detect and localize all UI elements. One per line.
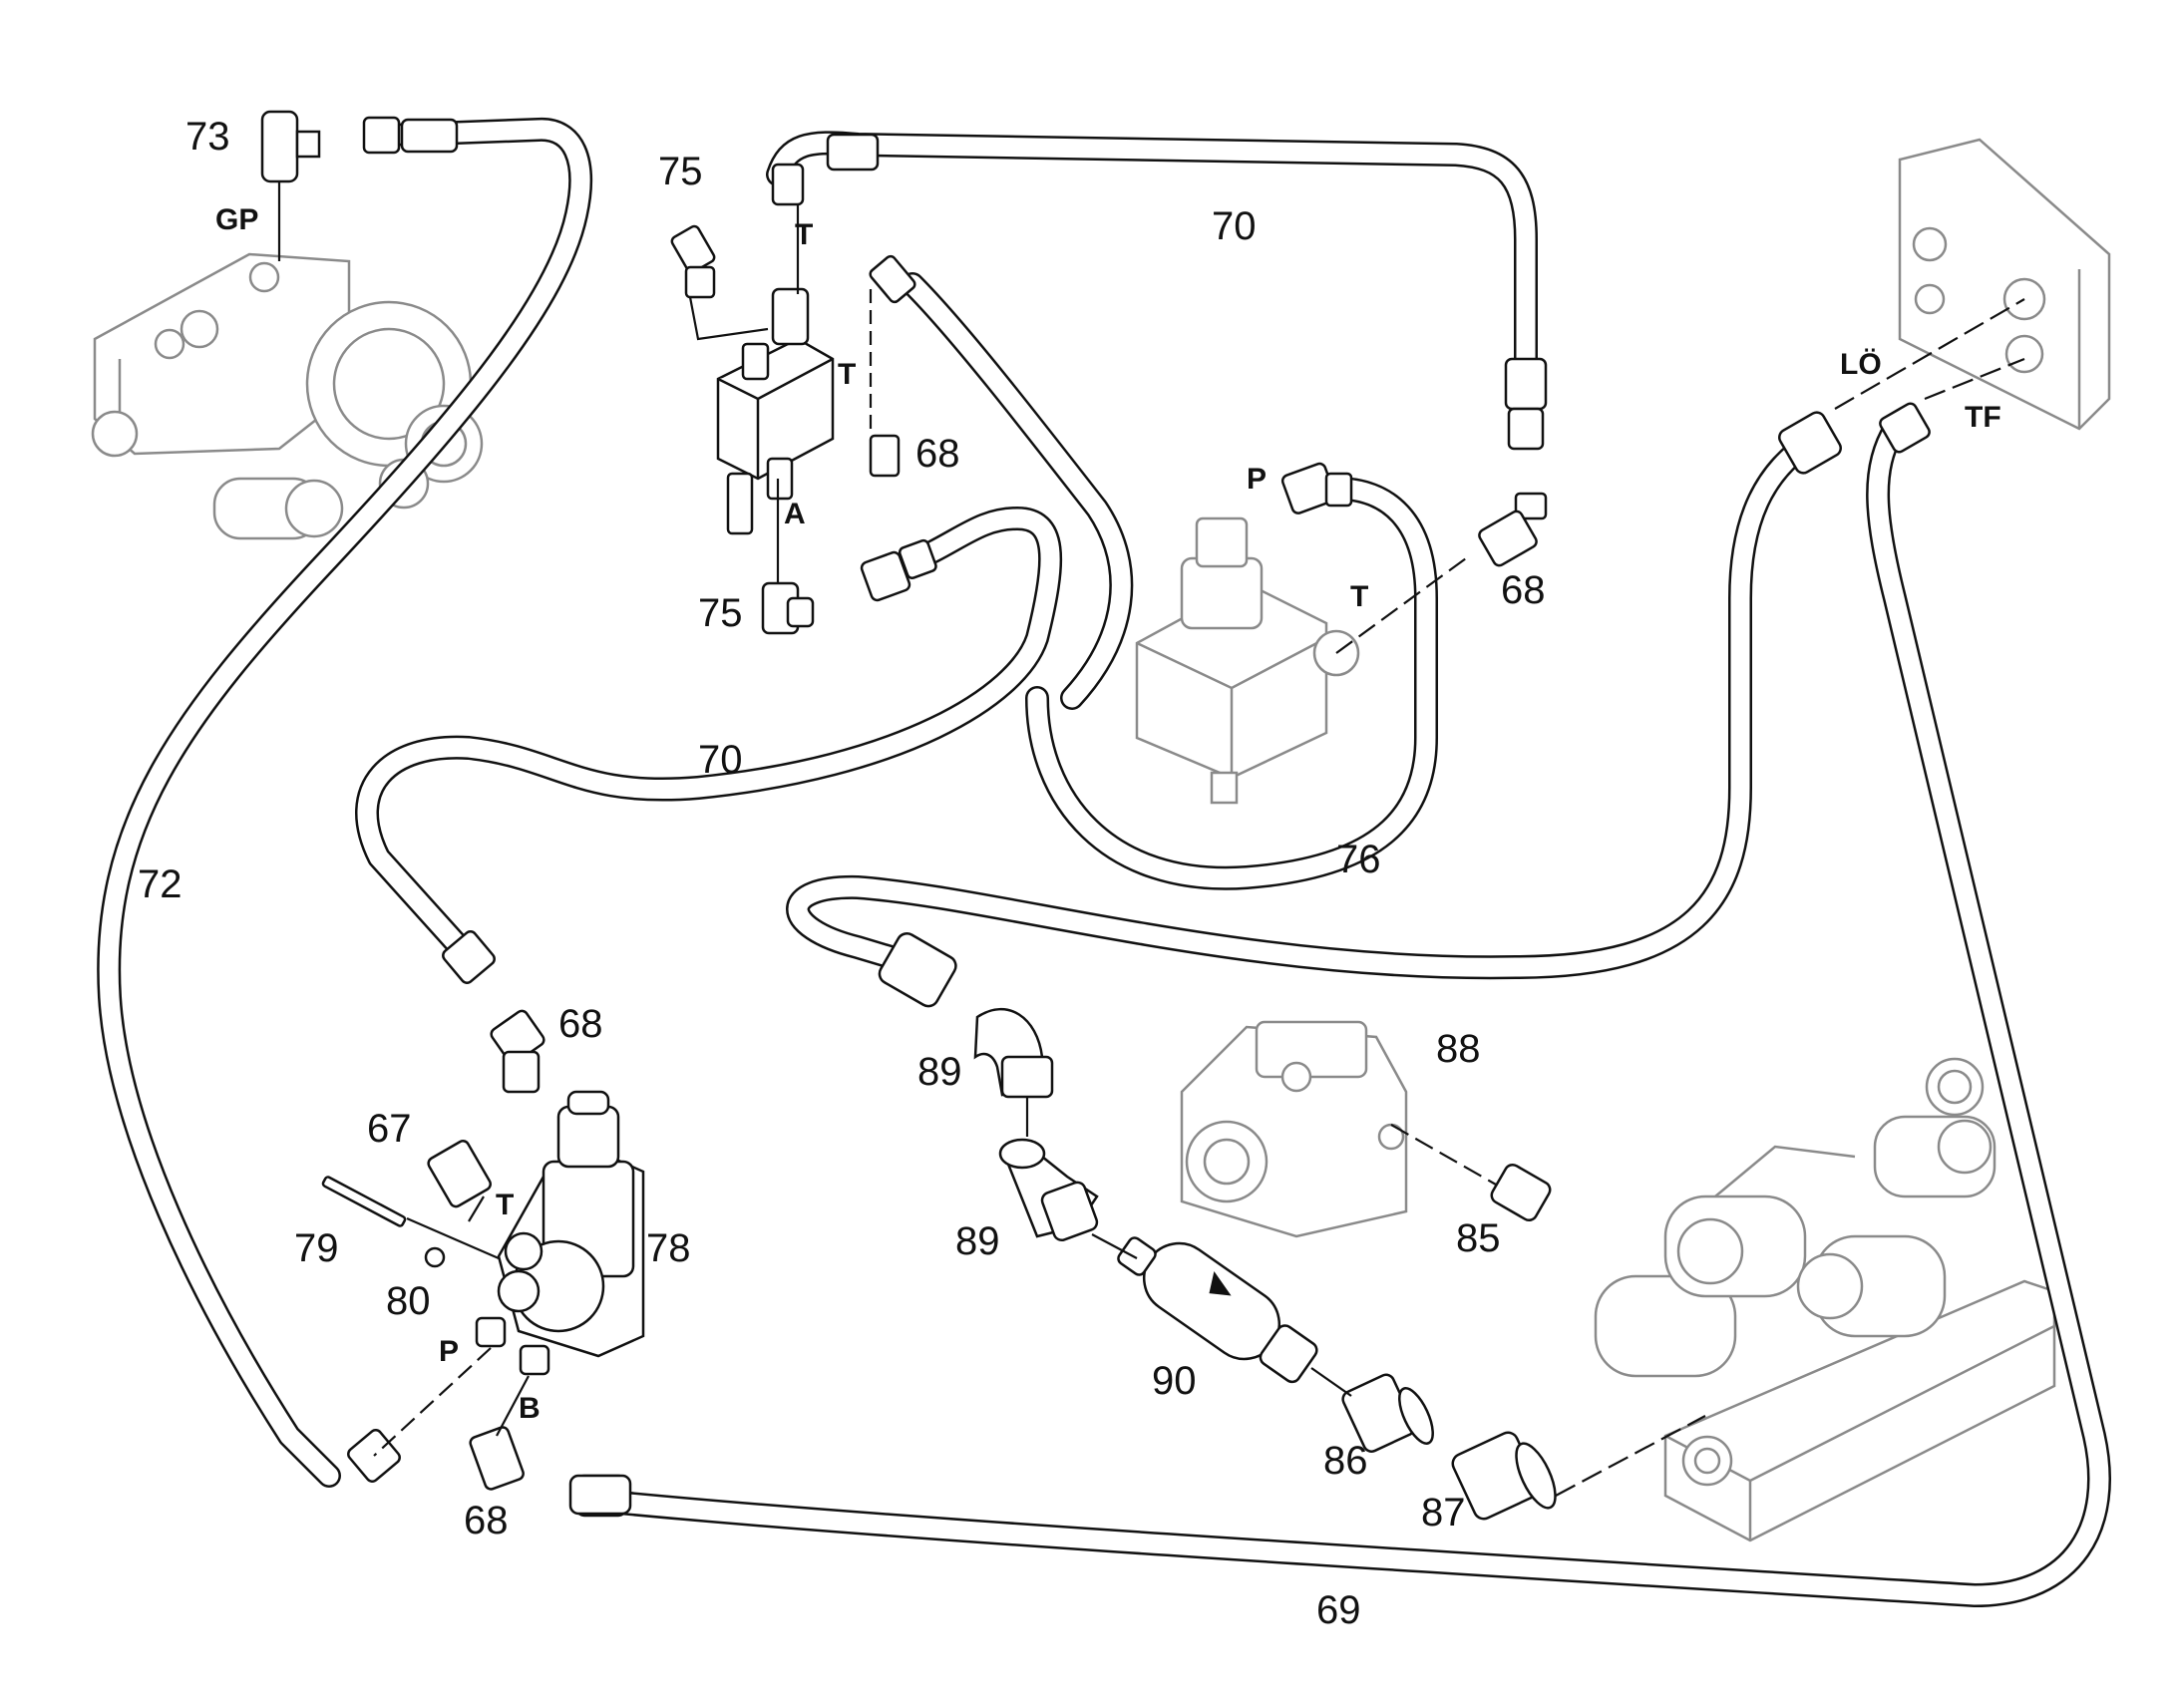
bolt-79 <box>321 1176 407 1227</box>
label-80: 80 <box>386 1279 431 1323</box>
port-p-solenoid: P <box>439 1335 459 1368</box>
port-t-solenoid: T <box>496 1189 514 1221</box>
port-tf: TF <box>1965 401 2001 434</box>
port-t-top: T <box>795 218 813 251</box>
flange-plate <box>1898 138 2111 431</box>
fittings <box>260 110 1931 1521</box>
label-68-b: 68 <box>1501 568 1546 612</box>
label-87: 87 <box>1421 1491 1466 1535</box>
label-78: 78 <box>646 1226 691 1270</box>
label-70-mid: 70 <box>698 738 743 782</box>
label-68-c: 68 <box>558 1002 603 1046</box>
pressure-valve-block <box>1135 516 1360 805</box>
port-gp: GP <box>215 203 258 236</box>
label-73: 73 <box>185 115 230 159</box>
manifold-block <box>1594 1057 2056 1542</box>
label-75-mid: 75 <box>698 591 743 635</box>
label-75-top: 75 <box>658 150 703 193</box>
label-69: 69 <box>1316 1588 1361 1632</box>
label-76: 76 <box>1336 838 1381 881</box>
label-90: 90 <box>1152 1359 1197 1403</box>
tube-70-top <box>766 131 1538 376</box>
label-68-a: 68 <box>915 432 960 476</box>
elbow-fitting-68-bottom <box>469 1426 525 1491</box>
port-b-solenoid: B <box>519 1392 541 1425</box>
solenoid-valve-78 <box>497 1090 645 1358</box>
port-t-valve: T <box>838 358 856 391</box>
port-a: A <box>784 498 806 530</box>
inline-filter-90 <box>1117 1236 1318 1384</box>
label-86: 86 <box>1323 1439 1368 1483</box>
label-72: 72 <box>138 862 182 906</box>
port-t-block: T <box>1350 580 1368 613</box>
pump-assembly <box>1180 1020 1408 1238</box>
label-70-top: 70 <box>1212 204 1257 248</box>
fitting-67 <box>427 1140 492 1208</box>
port-lo: LÖ <box>1840 348 1882 381</box>
valve-block-top-left <box>91 252 484 540</box>
tee-fitting-73 <box>260 110 299 183</box>
part-number-labels: 73 75 75 70 70 68 68 68 68 72 76 67 78 7… <box>138 115 1546 1632</box>
label-89-b: 89 <box>955 1219 1000 1263</box>
label-67: 67 <box>367 1107 412 1151</box>
label-79: 79 <box>294 1226 339 1270</box>
plug-85 <box>1490 1163 1552 1222</box>
label-89-a: 89 <box>917 1050 962 1094</box>
elbow-fitting-68-right <box>1478 510 1538 567</box>
tubes <box>97 117 2111 1607</box>
label-88: 88 <box>1436 1027 1481 1071</box>
port-labels: GP T T A P T LÖ TF T P B <box>215 203 2001 1425</box>
label-68-d: 68 <box>464 1499 509 1542</box>
washer-80 <box>424 1246 446 1268</box>
label-85: 85 <box>1456 1216 1501 1260</box>
leader-lines <box>277 181 2025 1497</box>
port-p-block: P <box>1247 463 1267 496</box>
